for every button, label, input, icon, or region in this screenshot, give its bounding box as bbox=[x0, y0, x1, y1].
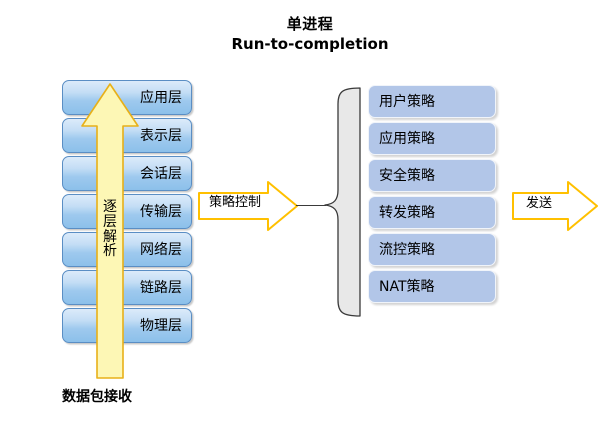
osi-layer-stack: 应用层 表示层 会话层 传输层 网络层 链路层 物理层 bbox=[62, 80, 192, 346]
osi-layer-label: 应用层 bbox=[140, 89, 182, 106]
policy-item[interactable]: 转发策略 bbox=[368, 196, 496, 229]
osi-layer-box[interactable]: 链路层 bbox=[62, 270, 192, 305]
osi-layer-label: 物理层 bbox=[140, 317, 182, 334]
policy-control-arrow: 策略控制 bbox=[198, 181, 298, 231]
policy-item-label: 应用策略 bbox=[379, 130, 435, 147]
policy-group-brace bbox=[322, 86, 362, 318]
packet-receive-caption: 数据包接收 bbox=[62, 389, 132, 405]
policy-item[interactable]: 安全策略 bbox=[368, 159, 496, 192]
policy-item-label: NAT策略 bbox=[379, 278, 435, 295]
policy-list: 用户策略 应用策略 安全策略 转发策略 流控策略 NAT策略 bbox=[368, 85, 496, 307]
send-arrow-label: 发送 bbox=[525, 196, 552, 211]
policy-item-label: 安全策略 bbox=[379, 167, 435, 184]
policy-item[interactable]: 应用策略 bbox=[368, 122, 496, 155]
policy-item-label: 用户策略 bbox=[379, 93, 435, 110]
osi-layer-box[interactable]: 应用层 bbox=[62, 80, 192, 115]
policy-item[interactable]: 用户策略 bbox=[368, 85, 496, 118]
osi-layer-label: 链路层 bbox=[140, 279, 182, 296]
send-arrow: 发送 bbox=[512, 181, 598, 231]
title-line-1: 单进程 bbox=[286, 15, 334, 33]
osi-layer-box[interactable]: 物理层 bbox=[62, 308, 192, 343]
osi-layer-label: 网络层 bbox=[140, 241, 182, 258]
policy-item[interactable]: NAT策略 bbox=[368, 270, 496, 303]
osi-layer-label: 表示层 bbox=[140, 127, 182, 144]
policy-item-label: 流控策略 bbox=[379, 241, 435, 258]
arrow-brace-connector bbox=[296, 205, 326, 206]
diagram-title: 单进程 Run-to-completion bbox=[150, 14, 470, 55]
osi-layer-box[interactable]: 表示层 bbox=[62, 118, 192, 153]
policy-item[interactable]: 流控策略 bbox=[368, 233, 496, 266]
osi-layer-box[interactable]: 网络层 bbox=[62, 232, 192, 267]
title-line-2: Run-to-completion bbox=[231, 35, 389, 54]
policy-item-label: 转发策略 bbox=[379, 204, 435, 221]
osi-layer-box[interactable]: 传输层 bbox=[62, 194, 192, 229]
osi-layer-label: 传输层 bbox=[140, 203, 182, 220]
policy-control-arrow-label: 策略控制 bbox=[208, 195, 261, 210]
osi-layer-box[interactable]: 会话层 bbox=[62, 156, 192, 191]
osi-layer-label: 会话层 bbox=[140, 165, 182, 182]
